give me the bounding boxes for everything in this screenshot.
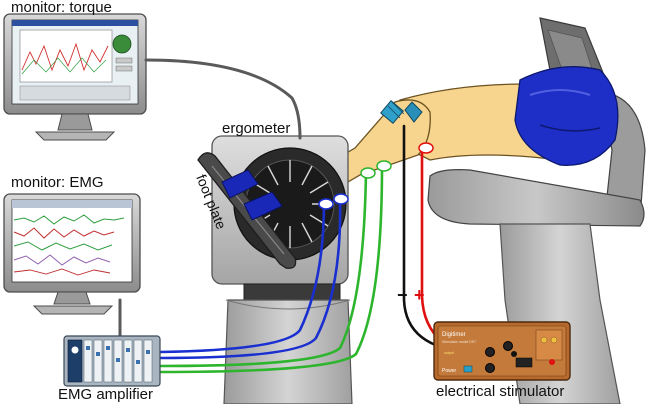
emg-lead-green-2 <box>158 164 384 374</box>
electrodes <box>318 142 434 210</box>
stimulator-knob-3[interactable] <box>485 363 495 373</box>
emg-amplifier <box>63 335 161 387</box>
torque-cable <box>144 58 302 140</box>
foot-straps <box>221 169 283 221</box>
ergometer-neck <box>243 283 341 301</box>
polarity-plus: + <box>414 285 425 305</box>
stimulator-model: Stimulator model DS7 <box>442 340 476 344</box>
emg-electrode-4 <box>376 160 392 172</box>
label-emg-amplifier: EMG amplifier <box>58 386 154 403</box>
stim-lead-black <box>402 124 512 356</box>
polarity-minus: − <box>397 285 408 305</box>
label-monitor-emg: monitor: EMG <box>11 174 104 191</box>
monitor-emg <box>3 193 141 315</box>
monitor-emg-base <box>32 305 114 315</box>
emg-lead-blue-1 <box>158 200 326 354</box>
emg-lead-green-1 <box>158 170 368 368</box>
stimulator-output-terminal-pos <box>549 359 555 365</box>
monitor-torque-stand <box>57 113 93 131</box>
stimulator-power-switch[interactable] <box>463 365 473 373</box>
subject-knee-cap <box>404 101 423 123</box>
stimulator-output-label: output <box>444 351 454 355</box>
knee-marker <box>380 100 404 124</box>
emg-lead-blue-2 <box>158 196 342 360</box>
stimulator-knob-2[interactable] <box>503 341 513 351</box>
monitor-torque <box>3 13 147 141</box>
stimulator-output-terminal-neg <box>511 351 517 357</box>
stimulator-display <box>515 357 533 368</box>
label-ergometer: ergometer <box>222 120 291 137</box>
electrical-stimulator: Digitimer Stimulator model DS7 output Po… <box>433 321 571 381</box>
foot-strap-upper <box>221 169 259 199</box>
foot-strap-lower <box>243 191 283 221</box>
ergometer-pedestal <box>223 299 353 404</box>
stimulator-power-label: Power <box>442 368 457 374</box>
stimulator-knob-1[interactable] <box>485 347 495 357</box>
emg-electrode-3 <box>360 167 376 179</box>
monitor-torque-base <box>34 131 116 141</box>
stim-electrode-1 <box>418 142 434 154</box>
label-electrical-stimulator: electrical stimulator <box>436 383 565 400</box>
stimulator-brand: Digitimer <box>442 332 466 338</box>
monitor-emg-screen <box>11 199 133 283</box>
label-monitor-torque: monitor: torque <box>11 0 112 16</box>
monitor-emg-stand <box>53 291 91 305</box>
chair-seat <box>427 169 645 227</box>
ergometer <box>211 135 353 404</box>
emg-electrode-2 <box>333 193 349 205</box>
emg-electrode-1 <box>318 198 334 210</box>
